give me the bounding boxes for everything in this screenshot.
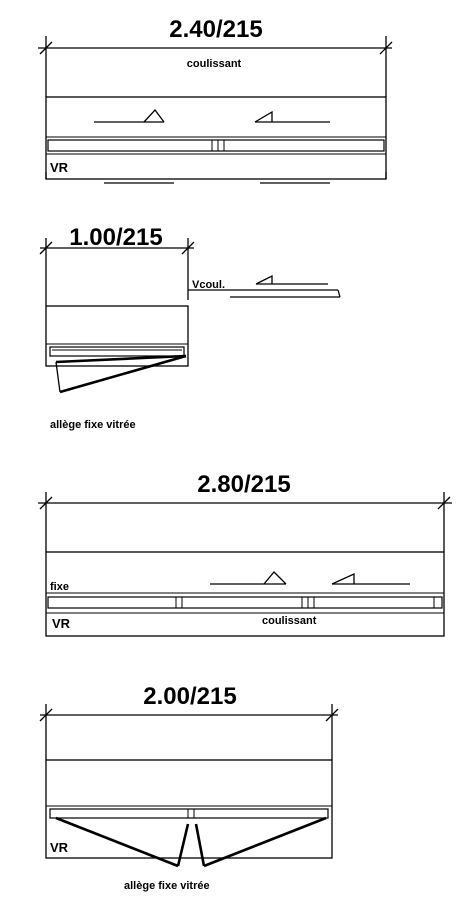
window-1-00: 1.00/215 Vcoul. allège fixe vitrée bbox=[39, 224, 341, 431]
label-fixed-glass: allège fixe vitrée bbox=[124, 880, 210, 892]
window-2-00: 2.00/215 VR allège fixe vitrée bbox=[39, 683, 339, 892]
window-2-40: 2.40/215 coulissant VR bbox=[38, 16, 393, 184]
label-sliding: coulissant bbox=[262, 615, 317, 627]
sill-bar bbox=[49, 346, 185, 357]
dimension-line bbox=[38, 492, 452, 552]
label-vr: VR bbox=[50, 840, 69, 855]
dimension-label: 2.80/215 bbox=[197, 471, 290, 498]
sill-bar bbox=[47, 139, 385, 152]
dimension-label: 1.00/215 bbox=[69, 224, 162, 251]
label-fixed-glass: allège fixe vitrée bbox=[50, 419, 136, 431]
dimension-label: 2.00/215 bbox=[143, 683, 236, 710]
arrow-right-icon bbox=[94, 108, 165, 123]
label-vr: VR bbox=[52, 616, 71, 631]
label-sliding: coulissant bbox=[187, 58, 242, 70]
sill-bar bbox=[49, 808, 329, 819]
arrow-left-icon bbox=[255, 274, 328, 285]
dimension-line bbox=[38, 36, 393, 97]
label-vr: VR bbox=[50, 160, 69, 175]
dimension-line bbox=[39, 704, 339, 760]
sill-bar bbox=[47, 596, 443, 609]
frame-outline bbox=[45, 551, 445, 637]
frame-outline bbox=[45, 96, 387, 180]
arrow-left-icon bbox=[331, 572, 410, 585]
window-2-80: 2.80/215 fixe VR coulissant bbox=[38, 471, 452, 637]
frame-outline bbox=[45, 759, 333, 859]
label-fixed: fixe bbox=[50, 581, 69, 593]
label-vcoul: Vcoul. bbox=[192, 279, 225, 291]
fixed-glass-indicator bbox=[55, 816, 327, 868]
frame-outline bbox=[45, 305, 189, 367]
fixed-glass-indicator bbox=[55, 354, 187, 394]
arrow-right-icon bbox=[210, 571, 287, 585]
arrow-left-icon bbox=[254, 110, 330, 123]
dimension-label: 2.40/215 bbox=[169, 16, 262, 43]
